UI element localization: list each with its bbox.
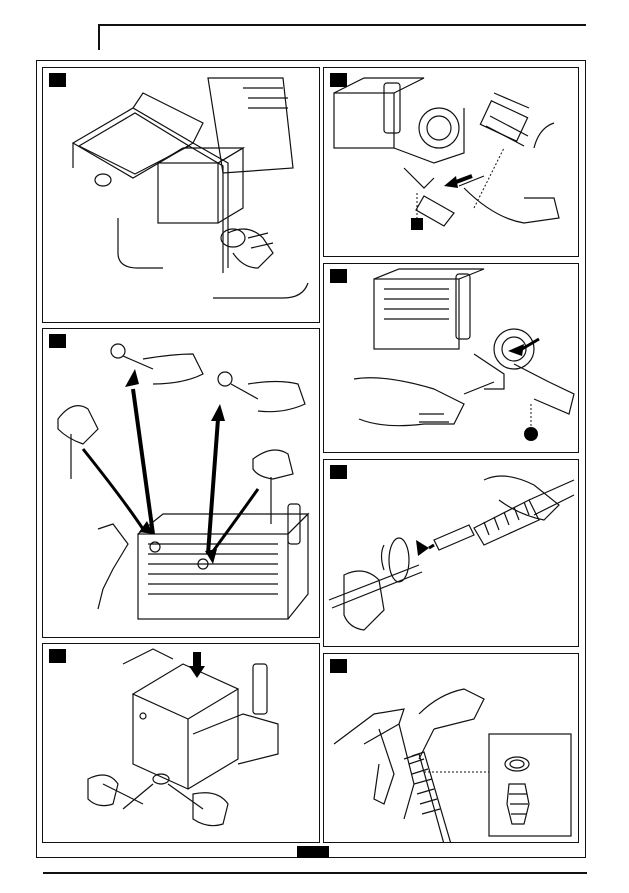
step-badge <box>330 465 347 479</box>
header-bracket <box>98 24 100 50</box>
panel-step-e <box>323 459 579 647</box>
step-badge <box>330 73 347 87</box>
panel-step-d <box>42 328 320 638</box>
page-number-tab <box>297 846 329 858</box>
footer-rule <box>43 872 587 874</box>
callout-dot-icon <box>524 427 538 441</box>
step-badge <box>49 334 66 348</box>
illustration-cover-install <box>43 644 320 843</box>
illustration-gun-seal <box>324 654 579 843</box>
step-badge <box>330 659 347 673</box>
panel-step-b <box>323 67 579 257</box>
panel-step-c <box>323 263 579 453</box>
panel-step-g <box>323 653 579 843</box>
illustration-lance-fitting <box>324 460 579 647</box>
illustration-hose-coupling <box>324 264 579 453</box>
illustration-oil-plugs <box>43 329 320 638</box>
step-badge <box>49 649 66 663</box>
header-rule <box>98 24 586 26</box>
callout-square-icon <box>411 218 423 230</box>
step-badge <box>330 269 347 283</box>
illustration-frame-handle <box>43 68 320 323</box>
panel-step-f <box>42 643 320 843</box>
panel-step-a <box>42 67 320 323</box>
illustration-filter-connection <box>324 68 579 257</box>
step-badge <box>49 73 66 87</box>
